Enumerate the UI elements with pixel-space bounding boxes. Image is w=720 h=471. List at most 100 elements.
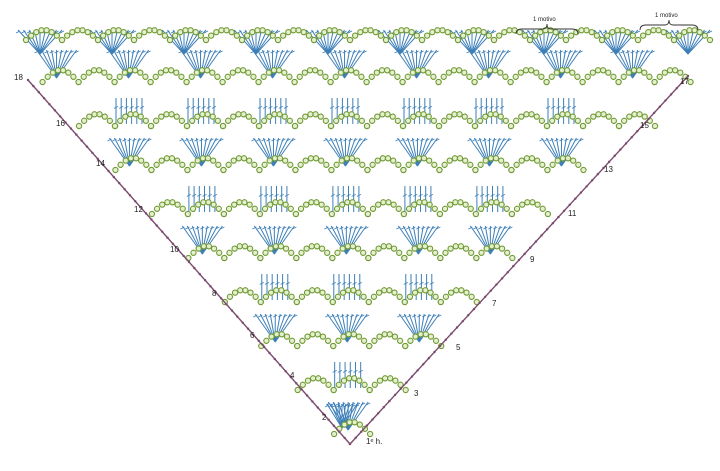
treble-stitch [274,313,296,343]
stitch-bar [273,106,278,109]
chain-stitch [523,111,530,118]
row-number-label: 3 [414,389,419,398]
stitch-bar [59,30,65,34]
chain-stitch [138,157,145,164]
row-number-label: 11 [568,209,577,218]
chain-stitch [558,67,566,74]
edge-dot [262,345,266,349]
chain-stitch [383,67,391,74]
chain-stitch [346,419,353,426]
chain-stitch [272,243,279,250]
stitch-bar [93,30,98,34]
chain-stitch [299,337,306,344]
chain-stitch [552,29,559,36]
chain-stitch [193,69,201,76]
stitch-bar [330,194,336,197]
chain-stitch [318,201,325,208]
treble-stitch [346,313,363,343]
chain-stitch [378,67,386,74]
chain-stitch [462,157,469,164]
treble-stitch [416,49,428,79]
chain-stitch [364,166,371,174]
chain-stitch [330,386,337,394]
chain-stitch [417,287,424,294]
chain-stitch [681,29,688,36]
treble-stitch [560,49,577,79]
stitch-bar [488,226,493,230]
stitch-bar [496,50,501,54]
chain-arch [111,111,155,130]
stitch-bar [563,30,569,34]
treble-stitch [201,225,223,255]
stitch-bar [242,30,248,34]
chain-stitch [271,155,279,162]
edge-dot [523,252,526,256]
chain-stitch [396,337,404,344]
chain-stitch [326,27,333,34]
chain-stitch [419,67,427,74]
chain-stitch [323,161,330,168]
chain-arch [615,67,658,86]
row-number-label: 5 [456,343,461,352]
stitch-bar [414,282,419,285]
chain-stitch [410,157,417,164]
stitch-bar [530,30,536,34]
treble-stitch [274,313,291,343]
chain-stitch [356,421,363,428]
stitch-fan [396,225,441,255]
treble-stitch [311,29,329,55]
chain-stitch [198,67,206,74]
treble-stitch [543,29,550,55]
chain-stitch [309,287,316,294]
chain-stitch [351,375,358,382]
edge-dot [619,148,622,151]
edge-dot [246,327,250,330]
chain-stitch [381,287,388,294]
chain-stitch [127,111,134,118]
chain-stitch [452,199,459,206]
chain-stitch [70,73,77,80]
stitch-bar [292,226,297,230]
chain-stitch [224,73,231,80]
stitch-bar [335,314,340,318]
chain-stitch [173,113,180,120]
chain-stitch [240,111,247,118]
stitch-bar [630,50,635,54]
chain-stitch [299,381,306,388]
stitch-bar [336,404,341,408]
chain-stitch [184,166,191,174]
chain-stitch [54,67,62,74]
stitch-bar [339,226,344,230]
chain-stitch [375,245,382,252]
edge-dot [574,197,577,200]
edge-dot [585,185,588,188]
chain-stitch [508,210,516,218]
stitch-bar [342,370,348,373]
chain-stitch [200,243,207,250]
chain-stitch [117,117,124,124]
chain-stitch [189,117,196,124]
treble-stitch [334,403,343,429]
treble-stitch [200,49,221,79]
chain-stitch [465,29,472,36]
chain-stitch [268,333,275,340]
chain-arch [437,243,480,262]
chain-stitch [453,287,460,294]
treble-stitch [129,137,150,167]
stitch-bar [483,226,488,230]
chain-stitch [441,117,448,124]
start-label: 1ᵉ h. [366,437,382,446]
chain-stitch [437,254,444,262]
chain-stitch [411,289,419,296]
chain-stitch [406,293,414,300]
chain-arch [437,287,480,306]
chain-stitch [238,36,246,44]
stitch-bar [597,30,602,34]
brace-line [515,23,579,35]
chain-stitch [670,36,678,44]
stitch-bar [428,194,434,197]
chain-stitch [288,293,295,300]
chain-stitch [317,69,324,76]
chain-stitch [223,27,230,34]
chain-stitch [190,249,197,256]
